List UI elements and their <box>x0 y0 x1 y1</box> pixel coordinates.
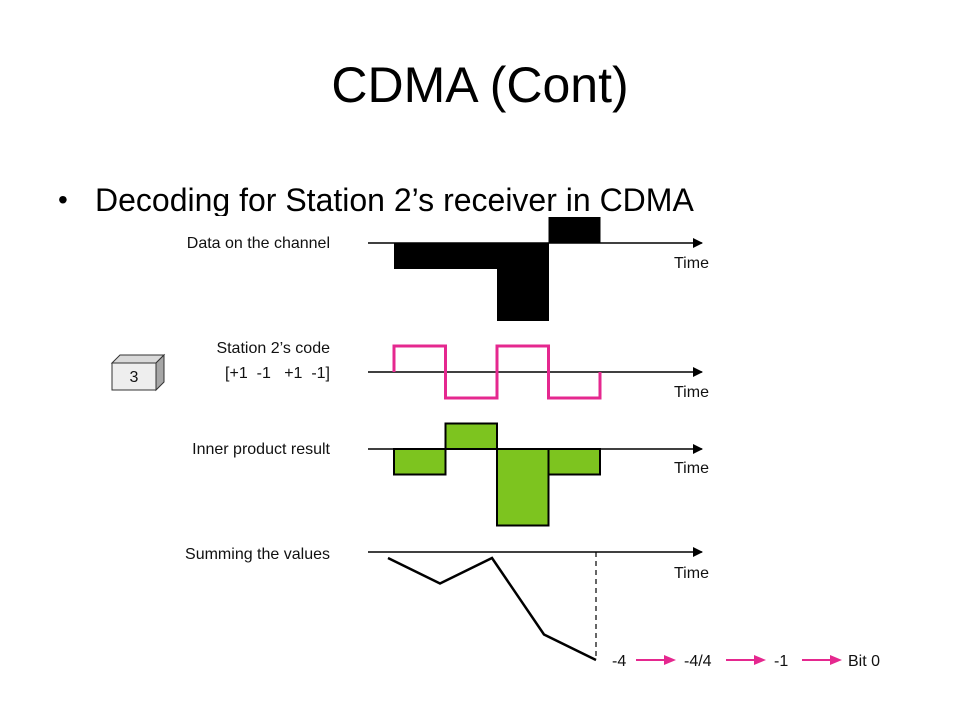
slide-title: CDMA (Cont) <box>331 57 629 113</box>
bullet-dot: • <box>58 184 68 215</box>
arrow-icon <box>636 655 676 665</box>
row-station-code: 3 Station 2’s code [+1 -1 +1 -1] Time <box>110 340 709 401</box>
arrow-icon <box>726 655 766 665</box>
bullet-text: Decoding for Station 2’s receiver in CDM… <box>95 182 694 216</box>
bullet-item: • Decoding for Station 2’s receiver in C… <box>58 176 938 216</box>
time-label-code: Time <box>674 384 709 401</box>
data-bar <box>394 243 446 269</box>
data-bar <box>497 243 549 321</box>
row-label-data: Data on the channel <box>187 235 330 252</box>
station-box-number: 3 <box>130 369 139 386</box>
code-vector: [+1 -1 +1 -1] <box>225 365 330 382</box>
row-summing: Summing the values Time <box>185 546 709 662</box>
data-bar <box>548 217 601 243</box>
time-label-summing: Time <box>674 565 709 582</box>
result-bit: Bit 0 <box>848 653 880 670</box>
product-bar <box>393 448 447 476</box>
data-bars <box>394 217 601 321</box>
row-label-summing: Summing the values <box>185 546 330 563</box>
result-value: -1 <box>774 653 788 670</box>
row-label-product: Inner product result <box>192 441 330 458</box>
time-label-data: Time <box>674 255 709 272</box>
code-waveform <box>392 344 602 400</box>
arrow-icon <box>802 655 842 665</box>
row-data-on-channel: Data on the channel Time <box>187 217 709 321</box>
result-chain: -4 -4/4 -1 Bit 0 <box>612 653 880 670</box>
row-label-code: Station 2’s code <box>216 340 330 357</box>
product-bar <box>547 448 601 476</box>
time-label-product: Time <box>674 460 709 477</box>
product-bar <box>496 448 550 527</box>
result-sum: -4 <box>612 653 626 670</box>
row-inner-product: Inner product result Time <box>192 422 709 527</box>
product-bars <box>393 422 601 527</box>
product-bar <box>444 422 498 450</box>
station-box: 3 <box>110 353 166 392</box>
result-divided: -4/4 <box>684 653 712 670</box>
sum-curve <box>387 556 597 662</box>
data-bar <box>445 243 498 269</box>
